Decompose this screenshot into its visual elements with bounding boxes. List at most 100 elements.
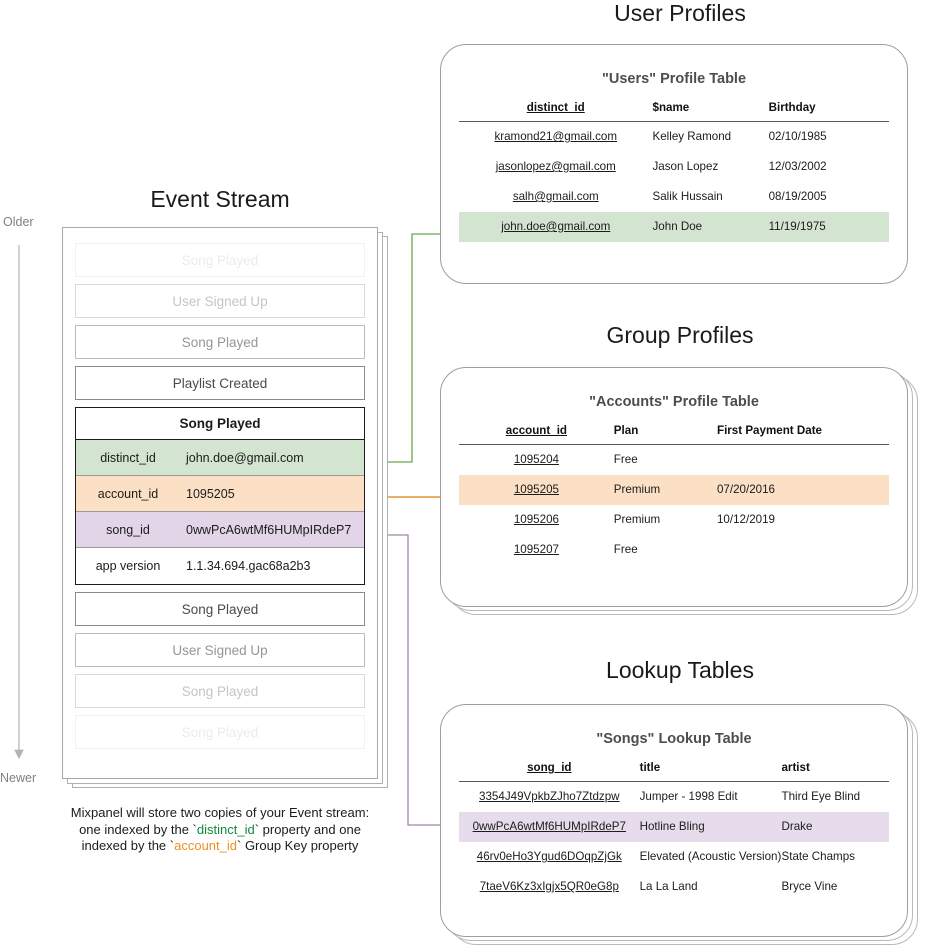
event-box[interactable]: Song Played [75,243,365,277]
event-box[interactable]: User Signed Up [75,284,365,318]
row-key-link[interactable]: salh@gmail.com [512,190,599,203]
row-key-link[interactable]: 7taeV6Kz3xIgjx5QR0eG8p [479,880,619,893]
row-key-link[interactable]: john.doe@gmail.com [501,220,611,233]
lookup-tables-title: Lookup Tables [606,657,754,683]
event-property-key: distinct_id [100,450,156,465]
event-box-label: Song Played [181,252,259,268]
row-key-link[interactable]: 3354J49VpkbZJho7Ztdzpw [479,790,620,804]
row-cell: Kelley Ramond [652,130,732,144]
accounts-table-wrap: account_id Plan First Payment Date 1095204… [441,421,907,565]
row-key-cell: 3354J49VpkbZJho7Ztdzpw [459,782,640,812]
column-header: Plan [613,424,639,437]
row-cell: 08/19/2005 [768,190,827,203]
row-key-link[interactable]: 1095204 [513,453,559,467]
row-key-link[interactable]: 46rv0eHo3Ygud6DOqpZjGk [476,850,622,863]
event-box-label: User Signed Up [172,293,268,309]
group-profiles-title: Group Profiles [606,322,754,348]
event-property-key: account_id [97,486,159,501]
row-key-cell: 1095207 [459,535,614,565]
selected-event-name: Song Played [76,408,364,440]
caption-line-3-b: ` Group Key property [237,838,359,853]
column-header: First Payment Date [716,424,823,437]
row-cell: La La Land [639,880,698,893]
event-box[interactable]: Song Played [75,715,365,749]
table-row[interactable]: 7taeV6Kz3xIgjx5QR0eG8p La La Land Bryce Vi… [459,872,889,902]
table-row[interactable]: 46rv0eHo3Ygud6DOqpZjGk Elevated (Acoustic… [459,842,889,872]
row-cell: 07/20/2016 [716,474,889,505]
event-box[interactable]: Song Played [75,674,365,708]
row-key-link[interactable]: 1095207 [513,543,559,556]
event-stream-caption: Mixpanel will store two copies of your E… [40,805,400,855]
users-table-title: "Users" Profile Table [601,71,747,87]
row-cell: Third Eye Blind [781,790,861,804]
row-cell: John Doe [652,211,769,242]
event-property-key: app version [95,559,161,573]
row-cell: Premium [613,474,717,505]
row-cell [717,535,889,565]
event-box-label: Song Played [181,334,259,350]
row-key-link[interactable]: 1095206 [513,513,559,526]
row-key-link[interactable]: 1095205 [513,483,559,496]
caption-line-1: Mixpanel will store two copies of your E… [70,805,370,820]
row-key-link[interactable]: kramond21@gmail.com [494,130,618,144]
row-cell: Free [613,453,638,467]
column-header: account_id [505,424,567,437]
songs-table-title: "Songs" Lookup Table [596,731,752,747]
event-box[interactable]: Song Played [75,325,365,359]
event-box[interactable]: Playlist Created [75,366,365,400]
time-axis-older-label: Older [3,215,34,229]
event-box[interactable]: Song Played [75,592,365,626]
row-key-link[interactable]: 0wwPcA6wtMf6HUMpIRdeP7 [472,820,626,833]
event-box-label: Playlist Created [172,375,268,391]
event-property-value: 0wwPcA6wtMf6HUMpIRdeP7 [186,522,352,537]
caption-token-account-id: account_id [174,838,237,853]
row-cell: Premium [613,513,661,526]
time-axis: Older Newer [0,215,62,785]
column-header: title [639,761,661,774]
time-axis-newer-label: Newer [0,771,37,785]
row-key-cell: jasonlopez@gmail.com [459,152,653,182]
row-key-cell: 0wwPcA6wtMf6HUMpIRdeP7 [459,811,640,842]
row-cell: Bryce Vine [781,880,838,893]
table-row[interactable]: salh@gmail.com Salik Hussain 08/19/2005 [459,182,889,212]
row-cell: Elevated (Acoustic Version) [639,850,782,863]
event-stream-title: Event Stream [150,186,290,212]
caption-line-2-a: one indexed by the ` [79,821,197,837]
row-key-cell: 1095204 [459,445,614,475]
row-cell: Free [613,543,638,556]
caption-token-distinct-id: distinct_id [196,821,255,837]
event-box-label: Song Played [181,724,259,740]
row-cell: Salik Hussain [652,190,723,203]
table-row[interactable]: 1095204 Free [459,445,889,475]
event-box[interactable]: User Signed Up [75,633,365,667]
row-cell: 11/19/1975 [768,211,889,242]
table-row[interactable]: 1095207 Free [459,535,889,565]
event-property-value: 1095205 [186,486,235,501]
row-cell: 12/03/2002 [768,160,827,173]
column-header: $name [652,101,690,114]
column-header: distinct_id [526,101,585,114]
user-profiles-title: User Profiles [614,0,746,26]
row-key-link[interactable]: jasonlopez@gmail.com [495,160,616,173]
